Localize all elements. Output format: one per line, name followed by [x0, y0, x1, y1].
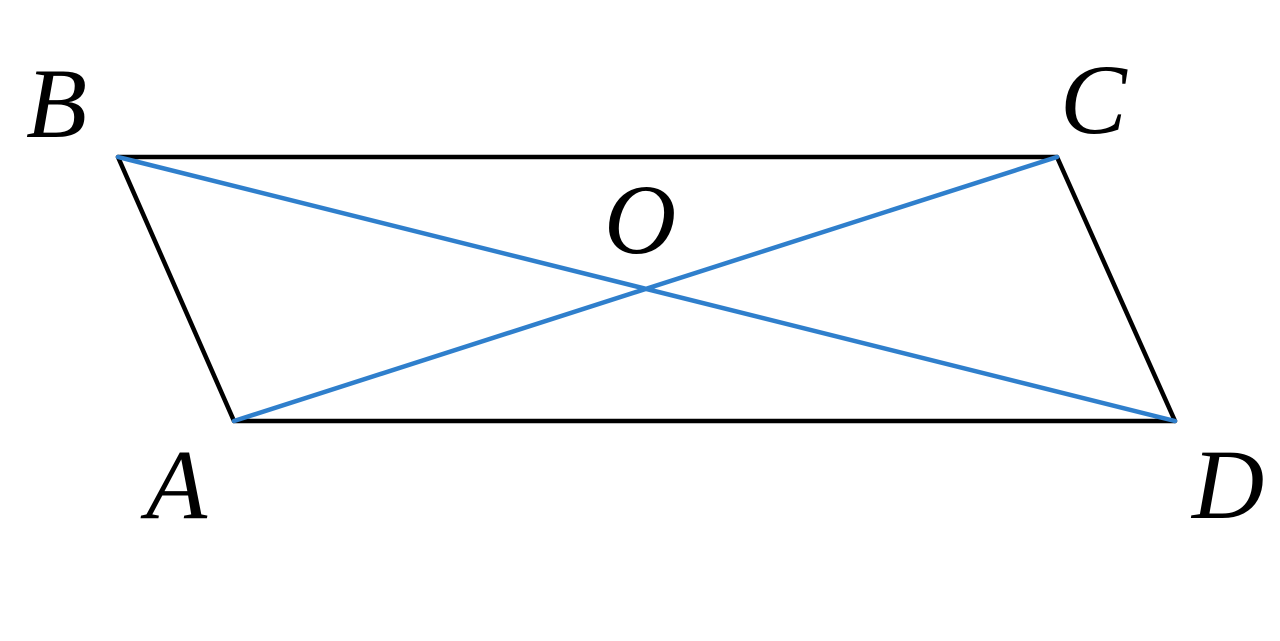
vertex-label-o: O	[604, 164, 676, 275]
vertex-label-a: A	[140, 429, 208, 540]
edge-cd	[1054, 154, 1178, 424]
vertex-label-c: C	[1060, 44, 1128, 155]
vertex-label-d: D	[1190, 429, 1264, 540]
diagonal-ac	[231, 154, 1060, 424]
vertex-label-b: B	[26, 48, 87, 159]
edge-ab	[115, 154, 237, 424]
